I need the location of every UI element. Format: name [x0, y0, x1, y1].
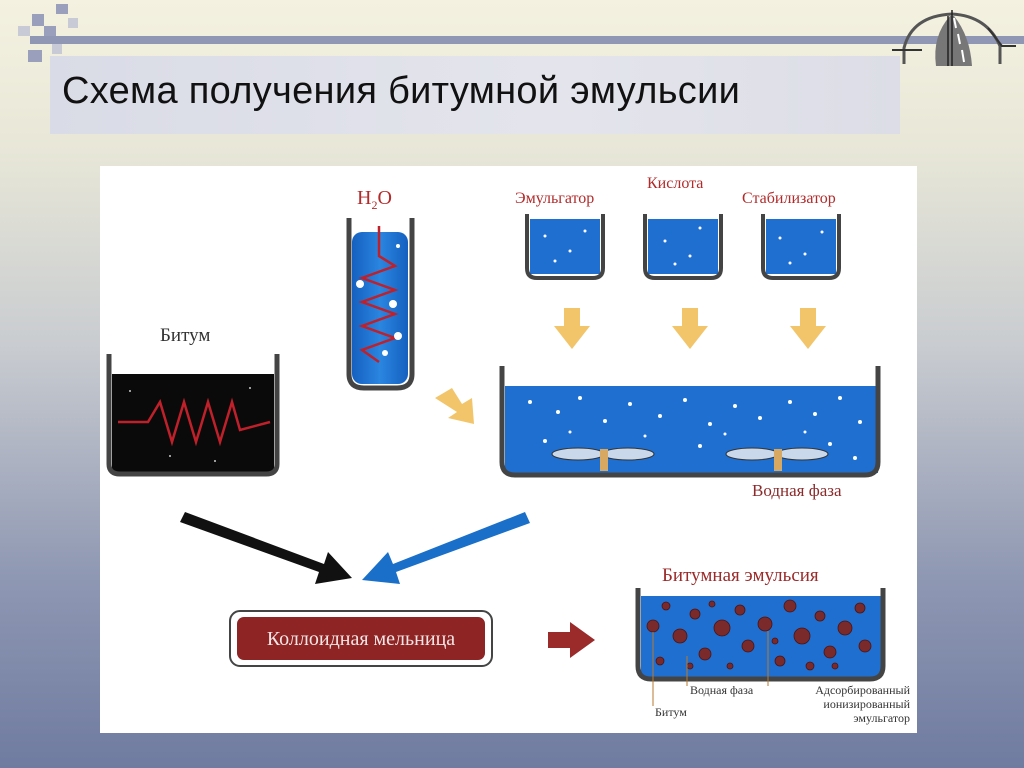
- legend-emulsifier-line2: ионизированный: [823, 697, 910, 711]
- legend-bitumen: Битум: [655, 705, 687, 719]
- title-banner: [50, 56, 900, 134]
- legend-emulsifier-line1: Адсорбированный: [815, 683, 910, 697]
- h2o-label: H2O: [357, 187, 392, 212]
- header-rule: [30, 36, 1024, 44]
- arrow-down-emulsifier: [554, 308, 590, 349]
- mixer-propeller-right: [725, 447, 829, 471]
- svg-text:Стабилизатор: Стабилизатор: [742, 190, 836, 207]
- bitumen-label: Битум: [160, 325, 210, 346]
- bitumen-tank: [106, 354, 280, 477]
- legend-leader-lines: [652, 631, 769, 706]
- additive-dots: [543, 226, 824, 266]
- bitumen-droplets: [646, 599, 872, 671]
- stabilizer-container: Стабилизатор: [742, 190, 841, 280]
- corner-decoration: [18, 4, 78, 62]
- emulsion-process-diagram: H2O Эмульгатор Кислота Стабилизатор: [100, 166, 917, 733]
- arrow-water-to-tank: [435, 388, 474, 424]
- colloid-mill: Коллоидная мельница: [229, 610, 493, 667]
- bitumen-emulsion-label: Битумная эмульсия: [662, 565, 819, 586]
- colloid-mill-label: Коллоидная мельница: [267, 628, 455, 650]
- water-phase-label: Водная фаза: [752, 481, 842, 500]
- road-arch-logo: [892, 10, 1016, 66]
- arrow-bitumen-to-mill: [180, 512, 352, 584]
- yellow-down-arrows: [554, 308, 826, 349]
- heating-coil: [358, 226, 399, 364]
- emulsion-tank: [635, 588, 886, 682]
- svg-text:Эмульгатор: Эмульгатор: [515, 190, 594, 207]
- slide-title: Схема получения битумной эмульсии: [62, 70, 741, 112]
- legend-emulsifier-line3: эмульгатор: [853, 711, 910, 725]
- water-tube: [346, 218, 415, 391]
- arrow-down-acid: [672, 308, 708, 349]
- emulsifier-container: Эмульгатор: [515, 190, 605, 280]
- arrow-down-stabilizer: [790, 308, 826, 349]
- arrow-water-to-mill: [362, 512, 530, 584]
- legend-water-phase: Водная фаза: [690, 683, 754, 697]
- arrow-mill-to-emulsion: [548, 622, 595, 658]
- acid-container: Кислота: [643, 175, 723, 280]
- mixer-propeller-left: [551, 447, 655, 471]
- water-phase-tank: [499, 366, 881, 478]
- bitumen-heating-coil: [118, 397, 271, 447]
- svg-text:Кислота: Кислота: [647, 175, 703, 192]
